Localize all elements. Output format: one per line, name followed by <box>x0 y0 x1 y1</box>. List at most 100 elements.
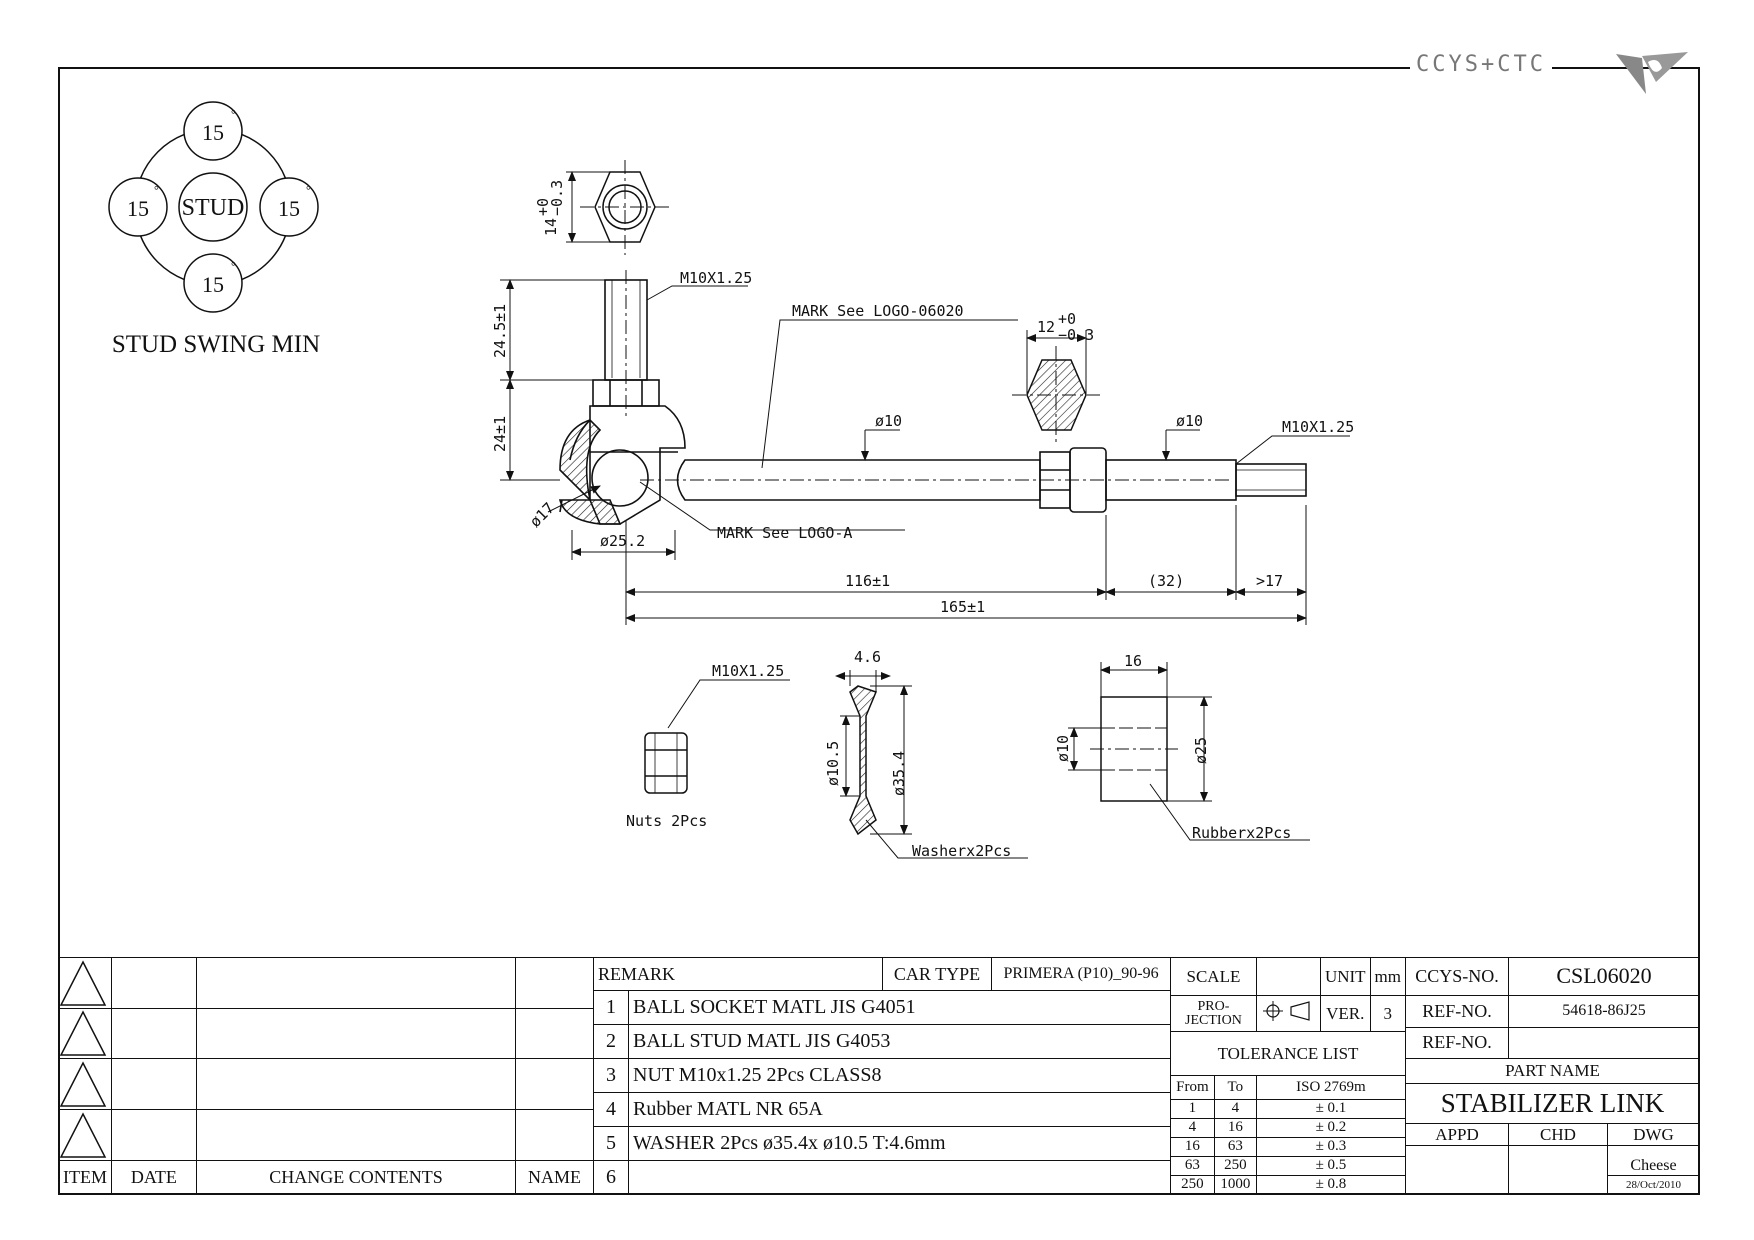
swing-angle-bottom: 15 <box>202 272 224 297</box>
dia17-label: ø17 <box>526 499 558 531</box>
header-item: ITEM <box>58 1159 112 1196</box>
car-type-label: CAR TYPE <box>882 957 992 991</box>
stud-swing-diagram <box>108 101 319 313</box>
washer-inner-dia: ø10.5 <box>824 741 842 786</box>
hex-mid-dim: 12 <box>1037 318 1055 336</box>
revision-triangle-cell <box>58 957 112 1009</box>
header-name: NAME <box>515 1159 594 1196</box>
revision-triangle-icon <box>59 1112 107 1158</box>
swing-angle-right: 15 <box>278 196 300 221</box>
unit-label: UNIT <box>1319 956 1371 997</box>
remark-row-number: 1 <box>593 990 629 1025</box>
part-name-label: PART NAME <box>1405 1058 1700 1085</box>
mark-logo-a: MARK See LOGO-A <box>717 524 852 542</box>
stud-length: 24.5±1 <box>491 304 509 358</box>
hex-mid-tol-minus: −0.3 <box>1058 326 1094 344</box>
dia10-a: ø10 <box>875 412 902 430</box>
length-32: (32) <box>1148 572 1184 590</box>
ref-no-label: REF-NO. <box>1405 994 1509 1028</box>
length-116: 116±1 <box>845 572 890 590</box>
remark-row-number: 6 <box>593 1160 629 1195</box>
unit-value: mm <box>1369 956 1407 997</box>
part-id-table: CCYS-NO. CSL06020 REF-NO. 54618-86J25 RE… <box>1405 957 1700 1196</box>
tol-from: 16 <box>1170 1136 1215 1157</box>
tol-header-to: To <box>1213 1075 1257 1100</box>
dwg-date: 28/Oct/2010 <box>1607 1174 1700 1196</box>
rubber-label: Rubberx2Pcs <box>1192 824 1291 842</box>
tol-to: 1000 <box>1213 1174 1257 1196</box>
washer-outer-dia: ø35.4 <box>890 751 908 796</box>
rubber-length: 16 <box>1124 652 1142 670</box>
remark-row-text <box>628 1160 1171 1195</box>
dwg-name: Cheese <box>1607 1145 1700 1176</box>
ccys-no-label: CCYS-NO. <box>1405 957 1509 996</box>
swing-angle-left: 15 <box>127 196 149 221</box>
swing-angle-top: 15 <box>202 120 224 145</box>
tol-header-from: From <box>1170 1075 1215 1100</box>
length-165: 165±1 <box>940 598 985 616</box>
ball-height: 24±1 <box>491 416 509 452</box>
car-type-value: PRIMERA (P10)_90-96 <box>991 957 1171 991</box>
hex-top-tol-minus: −0.3 <box>548 180 566 216</box>
remark-row-text: NUT M10x1.25 2Pcs CLASS8 <box>628 1058 1171 1093</box>
ver-label: VER. <box>1319 995 1371 1033</box>
dia25-2-label: ø25.2 <box>600 532 645 550</box>
swing-center-label: STUD <box>182 195 245 221</box>
washer-thickness: 4.6 <box>854 648 881 666</box>
header-date: DATE <box>111 1159 197 1196</box>
ref-no-2-value <box>1508 1026 1700 1060</box>
dwg-label: DWG <box>1607 1123 1700 1147</box>
company-logo: CCYS+CTC <box>1410 52 1552 77</box>
main-assembly <box>558 270 1307 525</box>
technical-drawing: STUD 15 15 15 15 ° ° ° ° STUD SWING MIN … <box>108 101 1354 860</box>
degree-mark: ° <box>231 259 236 273</box>
tol-value: ± 0.2 <box>1255 1117 1407 1138</box>
header-change-contents: CHANGE CONTENTS <box>195 1159 517 1196</box>
tol-from: 250 <box>1170 1174 1215 1196</box>
projection-label: PRO- JECTION <box>1170 995 1257 1033</box>
remark-row-text: Rubber MATL NR 65A <box>628 1092 1171 1127</box>
rubber-inner-dia: ø10 <box>1054 735 1072 762</box>
tol-header-iso: ISO 2769m <box>1255 1075 1407 1100</box>
hex-mid-tol-plus: +0 <box>1058 310 1076 328</box>
thread-end-label: M10X1.25 <box>1282 418 1354 436</box>
chd-label: CHD <box>1508 1123 1608 1147</box>
ver-value: 3 <box>1369 995 1407 1033</box>
remark-row-text: BALL SOCKET MATL JIS G4051 <box>628 990 1171 1025</box>
degree-mark: ° <box>231 107 236 121</box>
dia10-b: ø10 <box>1176 412 1203 430</box>
tol-to: 4 <box>1213 1098 1257 1119</box>
tol-to: 250 <box>1213 1155 1257 1176</box>
remark-row-number: 4 <box>593 1092 629 1127</box>
change-history-table: ITEM DATE CHANGE CONTENTS NAME <box>58 957 594 1196</box>
tol-value: ± 0.3 <box>1255 1136 1407 1157</box>
nut-detail <box>644 679 790 794</box>
hex-top-tol-plus: +0 <box>534 198 552 216</box>
scale-label: SCALE <box>1170 956 1257 997</box>
rubber-outer-dia: ø25 <box>1192 737 1210 764</box>
revision-triangle-icon <box>59 1061 107 1107</box>
tolerance-list-title: TOLERANCE LIST <box>1170 1031 1406 1077</box>
ref-no-value: 54618-86J25 <box>1508 994 1700 1028</box>
ccys-no-value: CSL06020 <box>1508 957 1700 996</box>
remark-label: REMARK <box>593 957 883 991</box>
washer-label: Washerx2Pcs <box>912 842 1011 860</box>
part-name-value: STABILIZER LINK <box>1405 1083 1700 1125</box>
washer-detail <box>835 670 1028 859</box>
remark-row-number: 2 <box>593 1024 629 1059</box>
tol-to: 63 <box>1213 1136 1257 1157</box>
remark-row-text: WASHER 2Pcs ø35.4x ø10.5 T:4.6mm <box>628 1126 1171 1161</box>
rubber-detail <box>1068 662 1310 841</box>
remark-row-text: BALL STUD MATL JIS G4053 <box>628 1024 1171 1059</box>
length-17: >17 <box>1256 572 1283 590</box>
tol-value: ± 0.5 <box>1255 1155 1407 1176</box>
projection-symbol-cell <box>1255 995 1321 1033</box>
revision-triangle-icon <box>59 960 107 1006</box>
appd-label: APPD <box>1405 1123 1509 1147</box>
thread-stud-label: M10X1.25 <box>680 269 752 287</box>
logo-mark-icon <box>1616 52 1688 94</box>
degree-mark: ° <box>306 183 311 197</box>
tol-value: ± 0.8 <box>1255 1174 1407 1196</box>
hex-top-view <box>566 160 672 255</box>
